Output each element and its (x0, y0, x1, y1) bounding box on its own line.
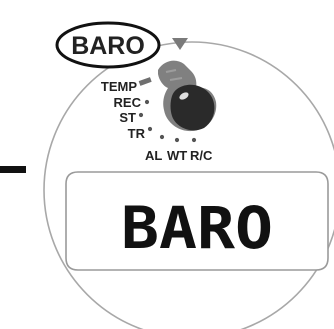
baro-mode-label: BARO (71, 32, 145, 60)
indicator-bar (0, 166, 26, 173)
temp-mode-label: TEMP (101, 79, 137, 94)
baro-highlight-ellipse (55, 21, 161, 69)
rc-mode-label: R/C (190, 148, 213, 163)
hand-finger-detail (165, 69, 183, 81)
al-mode-label: AL (145, 148, 162, 163)
pointer-triangle-icon (172, 38, 188, 50)
rec-mode-label: REC (114, 95, 142, 110)
st-dot-icon (138, 112, 144, 118)
tr-dot-icon (147, 126, 153, 132)
temp-tick-mark (138, 77, 152, 86)
knob-highlight (179, 92, 189, 100)
tr-mode-label: TR (128, 126, 146, 141)
st-mode-label: ST (119, 110, 136, 125)
al-dot-icon (159, 134, 165, 140)
lcd-display-window (65, 171, 329, 271)
lcd-display-text: BARO (121, 194, 273, 262)
wt-mode-label: WT (167, 148, 187, 163)
rc-dot-icon (191, 137, 197, 143)
wt-dot-icon (174, 137, 180, 143)
rec-dot-icon (144, 99, 150, 105)
